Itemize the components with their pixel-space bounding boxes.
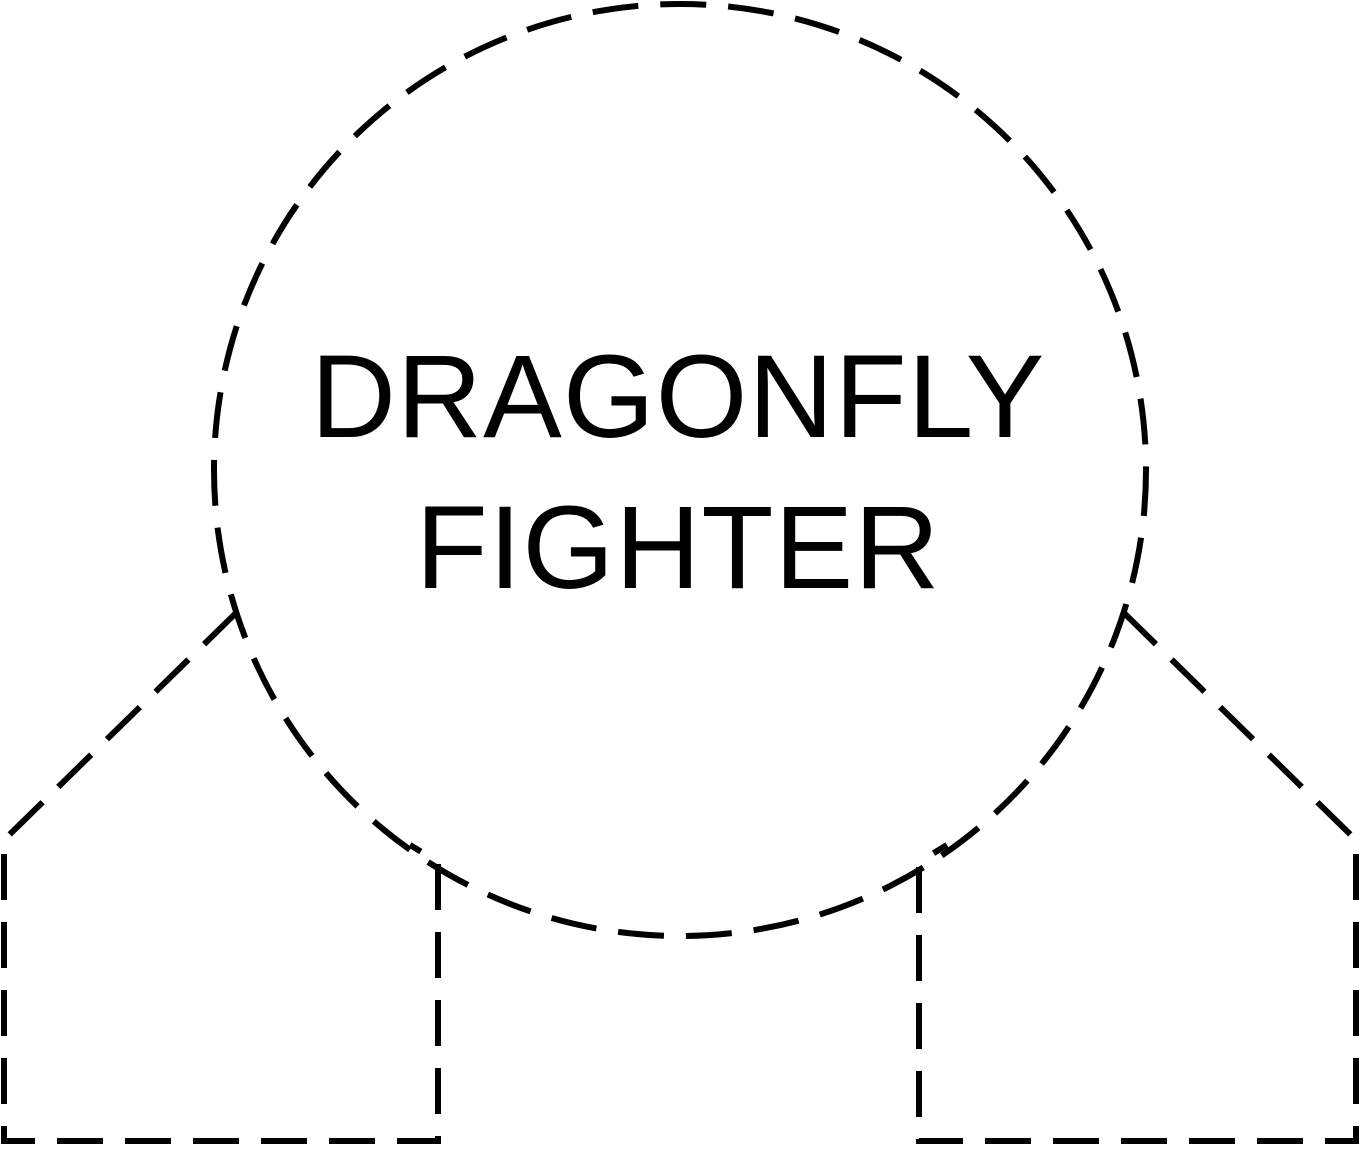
right-leg-outline <box>916 609 1359 1144</box>
left-leg-outline <box>1 609 441 1144</box>
logo-title-line-1: DRAGONFLY <box>311 331 1046 463</box>
head-circle-outline <box>211 1 1149 939</box>
logo-title-line-2: FIGHTER <box>416 482 941 614</box>
